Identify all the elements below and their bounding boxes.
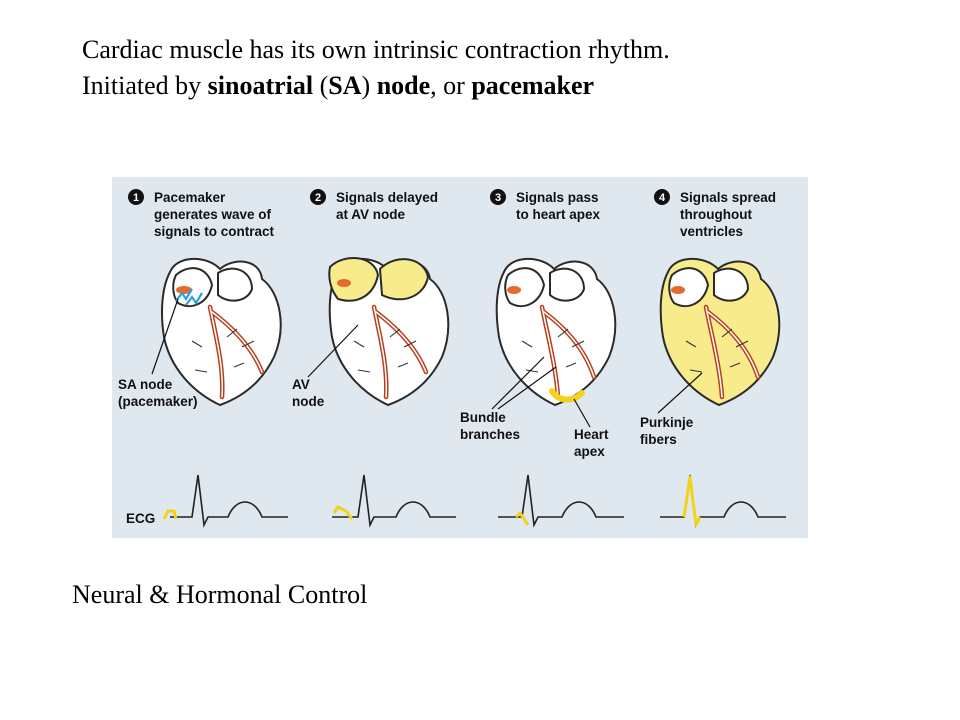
right-atrium-1	[172, 267, 214, 308]
step-4-number: 4	[659, 192, 666, 204]
purkinje-pointer	[657, 372, 703, 414]
bundle-branches-label-2: branches	[460, 427, 520, 442]
headline: Cardiac muscle has its own intrinsic con…	[82, 32, 670, 104]
term-sa: SA	[328, 71, 362, 100]
line2-or: , or	[430, 71, 472, 100]
sa-node-spot-1	[176, 286, 192, 294]
step-1-title-1: Pacemaker	[154, 190, 226, 205]
apex-highlight	[549, 388, 585, 403]
bundle-pointer-2	[497, 366, 557, 410]
heart-apex-label-1: Heart	[574, 427, 609, 442]
sa-node-label-1: SA node	[118, 377, 173, 392]
bundle-branches-label-1: Bundle	[460, 410, 506, 425]
footer-heading: Neural & Hormonal Control	[72, 580, 368, 609]
ecg-3	[498, 474, 624, 528]
heart-apex-label-2: apex	[574, 444, 605, 459]
step-4-title-3: ventricles	[680, 224, 743, 239]
step-2-number: 2	[315, 192, 321, 204]
step-4-badge	[654, 189, 670, 205]
purkinje-label-1: Purkinje	[640, 415, 694, 430]
sa-node-pointer	[151, 298, 179, 375]
left-atrium-1	[217, 267, 254, 302]
ecg-highlight-pr-segment	[332, 505, 354, 520]
heart-3	[495, 257, 617, 407]
left-atrium-2	[378, 258, 430, 301]
step-1-title-3: signals to contract	[154, 224, 275, 239]
step-2-title-2: at AV node	[336, 207, 405, 222]
av-node-pointer	[307, 324, 359, 378]
step-1-badge	[128, 189, 144, 205]
heart-2	[328, 256, 450, 407]
purkinje-label-2: fibers	[640, 432, 677, 447]
heart-4	[659, 257, 781, 407]
term-sinoatrial: sinoatrial	[207, 71, 314, 100]
headline-line-1: Cardiac muscle has its own intrinsic con…	[82, 35, 670, 64]
step-3-badge	[490, 189, 506, 205]
step-2-panel: 2 Signals delayed at AV node AV node	[292, 189, 456, 528]
step-3-number: 3	[495, 192, 501, 204]
conduction-diagram: 1 Pacemaker generates wave of signals to…	[112, 177, 808, 538]
step-4-title-1: Signals spread	[680, 190, 776, 205]
line2-paren-open: (	[313, 71, 329, 100]
line2-paren-close: )	[361, 71, 377, 100]
ecg-highlight-p-wave	[162, 509, 178, 520]
conduction-figure: 1 Pacemaker generates wave of signals to…	[112, 177, 808, 538]
heart-1	[161, 257, 282, 407]
ecg-4	[660, 474, 786, 528]
step-2-title-1: Signals delayed	[336, 190, 438, 205]
ecg-highlight-q-wave	[514, 511, 530, 526]
sa-node-label-2: (pacemaker)	[118, 394, 198, 409]
av-node-label-1: AV	[292, 377, 310, 392]
line2-prefix: Initiated by	[82, 71, 208, 100]
bundle-pointer-1	[491, 356, 545, 410]
ecg-highlight-qrs	[682, 475, 702, 527]
signal-wave-icon	[175, 288, 203, 306]
term-pacemaker: pacemaker	[471, 71, 595, 100]
ecg-label: ECG	[126, 511, 155, 526]
step-1-number: 1	[133, 192, 139, 204]
ecg-1: ECG	[126, 474, 288, 528]
step-4-title-2: throughout	[680, 207, 752, 222]
heart-apex-pointer	[573, 398, 591, 428]
step-2-badge	[310, 189, 326, 205]
step-1-panel: 1 Pacemaker generates wave of signals to…	[118, 189, 288, 528]
step-1-title-2: generates wave of	[154, 207, 272, 222]
headline-line-2: Initiated by sinoatrial (SA) node, or pa…	[82, 68, 670, 104]
right-atrium-2	[328, 256, 380, 302]
step-3-panel: 3 Signals pass to heart apex Bundle bran…	[460, 189, 624, 528]
ecg-2	[332, 474, 456, 528]
term-node: node	[376, 71, 431, 100]
step-3-title-1: Signals pass	[516, 190, 599, 205]
step-4-panel: 4 Signals spread throughout ventricles P…	[640, 189, 786, 528]
step-3-title-2: to heart apex	[516, 207, 601, 222]
av-node-label-2: node	[292, 394, 325, 409]
